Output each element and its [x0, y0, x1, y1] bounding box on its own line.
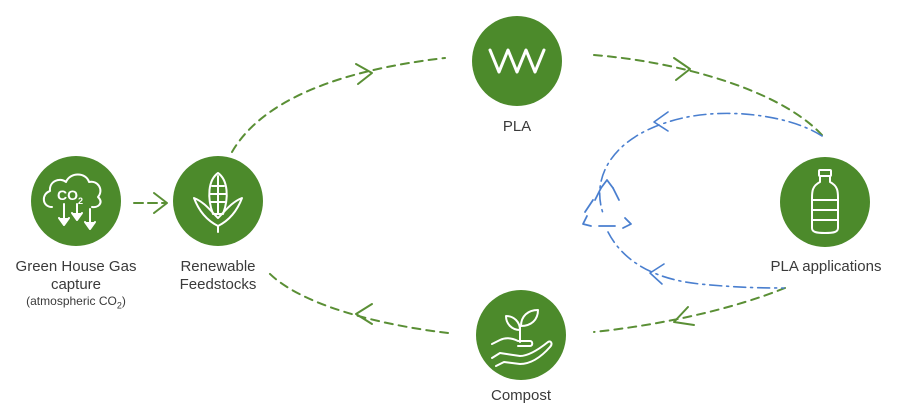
recycling-arrowheads: [649, 111, 669, 285]
zigzag-icon: [488, 48, 546, 74]
pla-label-text: PLA: [502, 118, 532, 135]
recycle-arrowhead-upper: [653, 111, 669, 132]
recycle-arrowhead-lower: [649, 263, 665, 285]
bottle-icon: [811, 169, 839, 234]
ghg-note-subscript: 2: [116, 300, 122, 311]
arrowhead-compost-to-feedstock: [355, 303, 373, 325]
recycle-arc-upper: [598, 112, 823, 217]
compost-label-text: Compost: [490, 387, 552, 404]
ghg-label-line1: Green House Gas: [15, 258, 137, 275]
node-renewable-feedstocks: [173, 156, 263, 246]
ghg-icon-text: CO2: [57, 187, 83, 206]
cloud-co2-icon: [42, 173, 102, 230]
pla-circle: [472, 16, 562, 106]
arrow-pla-to-applications: [593, 54, 823, 136]
ghg-circle: [31, 156, 121, 246]
label-renewable-feedstocks: Renewable Feedstocks: [160, 258, 276, 294]
node-pla-applications: [780, 157, 870, 247]
node-pla: [472, 16, 562, 106]
feedstock-label-line1: Renewable: [180, 258, 256, 275]
corn-icon: [193, 172, 243, 233]
applications-label-text: PLA applications: [770, 258, 882, 275]
ghg-label-note: (atmospheric CO2): [0, 294, 152, 313]
arrow-ghg-to-feedstock: [133, 192, 168, 214]
recycle-icon: [582, 179, 632, 229]
arrowhead-applications-to-compost: [673, 306, 695, 326]
arrowhead-feedstock-to-pla: [355, 63, 373, 85]
applications-circle: [780, 157, 870, 247]
ghg-label-line2: capture: [50, 276, 102, 293]
arrow-applications-to-compost: [593, 287, 786, 333]
cycle-arrows: [231, 54, 823, 334]
node-compost: [476, 290, 566, 380]
ghg-note-prefix: (atmospheric CO: [26, 294, 117, 308]
ghg-note-suffix: ): [121, 294, 126, 308]
label-ghg-capture: Green House Gas capture (atmospheric CO2…: [0, 258, 152, 313]
feedstock-label-line2: Feedstocks: [179, 276, 257, 293]
recycling-loop: [598, 112, 823, 289]
arrowheads: [355, 57, 695, 326]
arrow-feedstock-to-pla: [231, 57, 446, 153]
arrow-compost-to-feedstock: [267, 271, 449, 334]
node-ghg-capture: CO2: [31, 156, 121, 246]
hand-sprout-icon: [491, 309, 553, 367]
arrowhead-pla-to-applications: [673, 57, 691, 81]
recycle-arc-lower: [607, 231, 785, 289]
label-pla: PLA: [477, 118, 557, 136]
label-compost: Compost: [471, 387, 571, 405]
label-pla-applications: PLA applications: [752, 258, 900, 276]
